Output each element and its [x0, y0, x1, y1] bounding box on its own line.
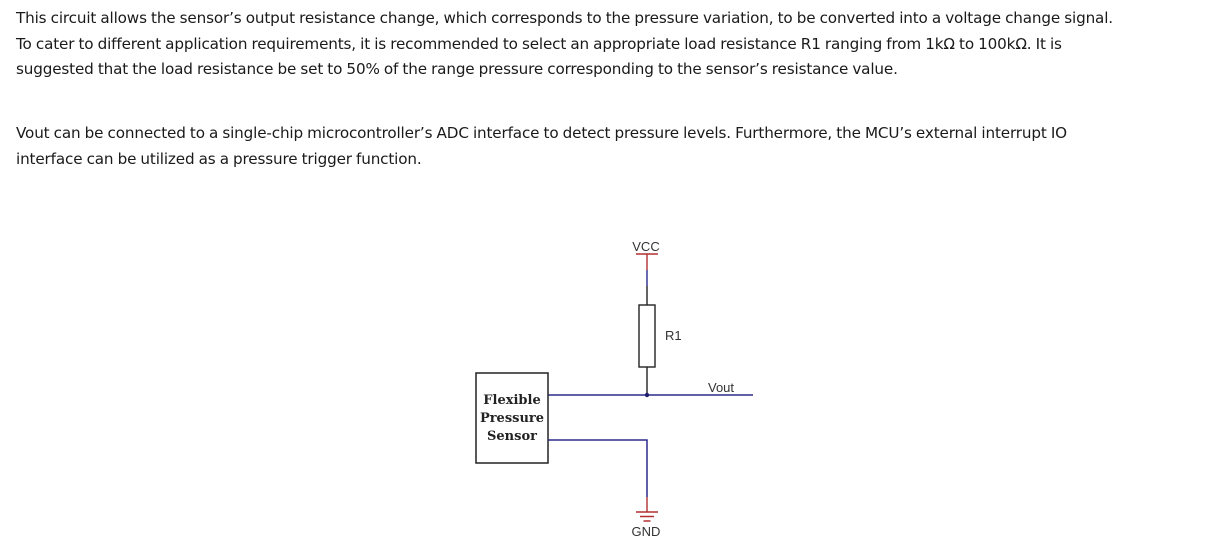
resistor-label: R1 [665, 328, 682, 343]
paragraph-line: This circuit allows the sensor’s output … [16, 9, 1113, 27]
vcc-label: VCC [632, 239, 659, 254]
sensor-label-line-2: Pressure [480, 411, 544, 426]
description-paragraph-1: This circuit allows the sensor’s output … [16, 6, 1206, 83]
description-paragraph-2: Vout can be connected to a single-chip m… [16, 121, 1206, 172]
sensor-label-line-1: Flexible [483, 393, 540, 408]
sensor-label-line-3: Sensor [487, 429, 537, 444]
resistor-r1 [638, 304, 656, 368]
vout-label: Vout [708, 380, 734, 395]
junction-dot [644, 392, 650, 398]
ground-wire [548, 439, 648, 497]
paragraph-line: interface can be utilized as a pressure … [16, 149, 422, 168]
sensor-box [475, 372, 549, 464]
paragraph-line: To cater to different application requir… [16, 34, 1062, 53]
gnd-label: GND [632, 524, 661, 539]
ground-icon [636, 511, 658, 522]
paragraph-line: Vout can be connected to a single-chip m… [16, 124, 1067, 142]
paragraph-line: suggested that the load resistance be se… [16, 60, 898, 78]
